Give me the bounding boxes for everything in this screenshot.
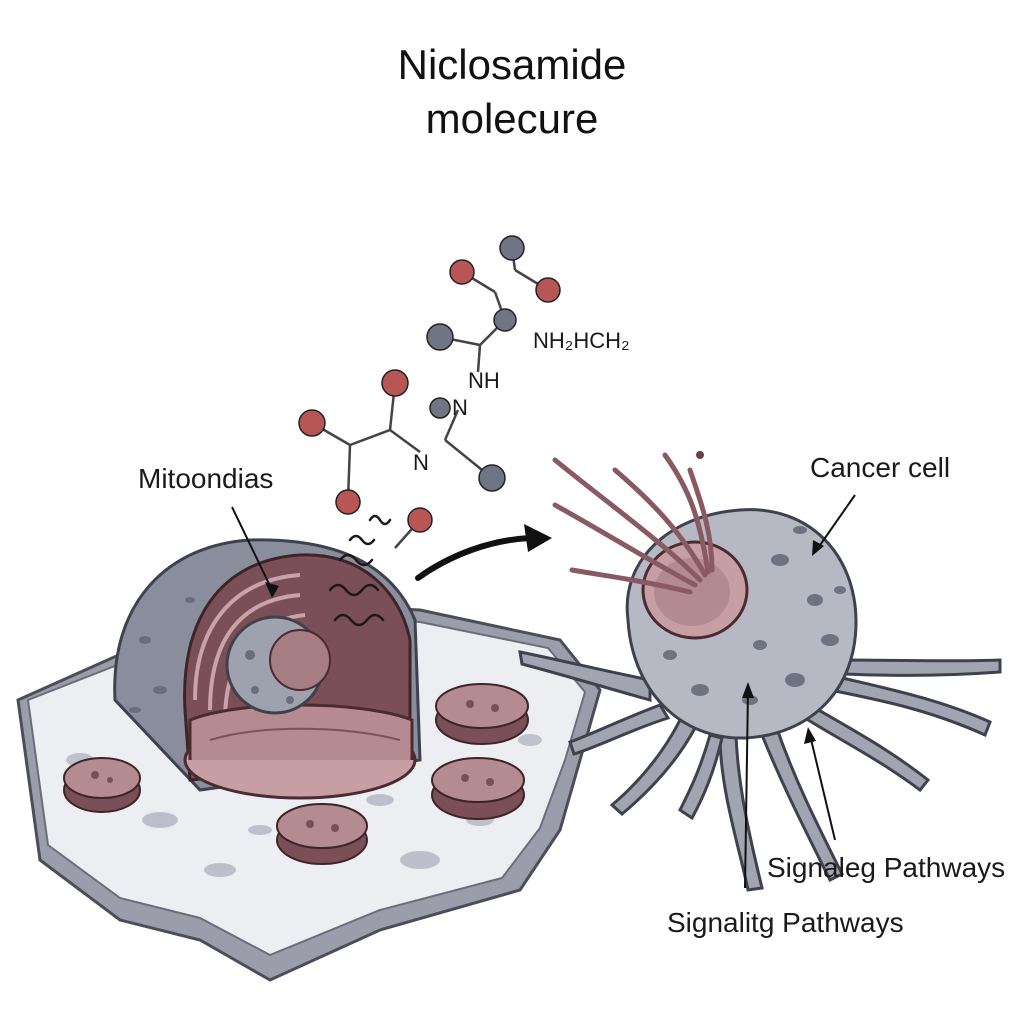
label-mitochondria: Mitoondias [138, 463, 274, 494]
mitochondrion [113, 514, 422, 800]
title-line-1: Niclosamide [397, 41, 627, 88]
chem-group-n-lower: N [413, 450, 429, 475]
cancer-cell [518, 451, 1002, 892]
organelles [63, 683, 529, 865]
label-cancer-cell: Cancer cell [810, 452, 951, 483]
chem-group-n-upper: N [452, 395, 468, 420]
niclosamide-molecule [298, 235, 561, 549]
diagram-title: Niclosamide molecure [0, 38, 1024, 146]
label-signaling-pathways-2: Signalitg Pathways [667, 907, 904, 938]
label-signaling-pathways-1: Signaleg Pathways [767, 852, 1006, 883]
leader-lines [231, 494, 856, 889]
chem-group-amine: NH₂HCH₂ [533, 328, 630, 353]
title-line-2: molecure [425, 95, 599, 142]
chem-group-nh: NH [468, 368, 500, 393]
transfer-arrow [415, 524, 552, 581]
